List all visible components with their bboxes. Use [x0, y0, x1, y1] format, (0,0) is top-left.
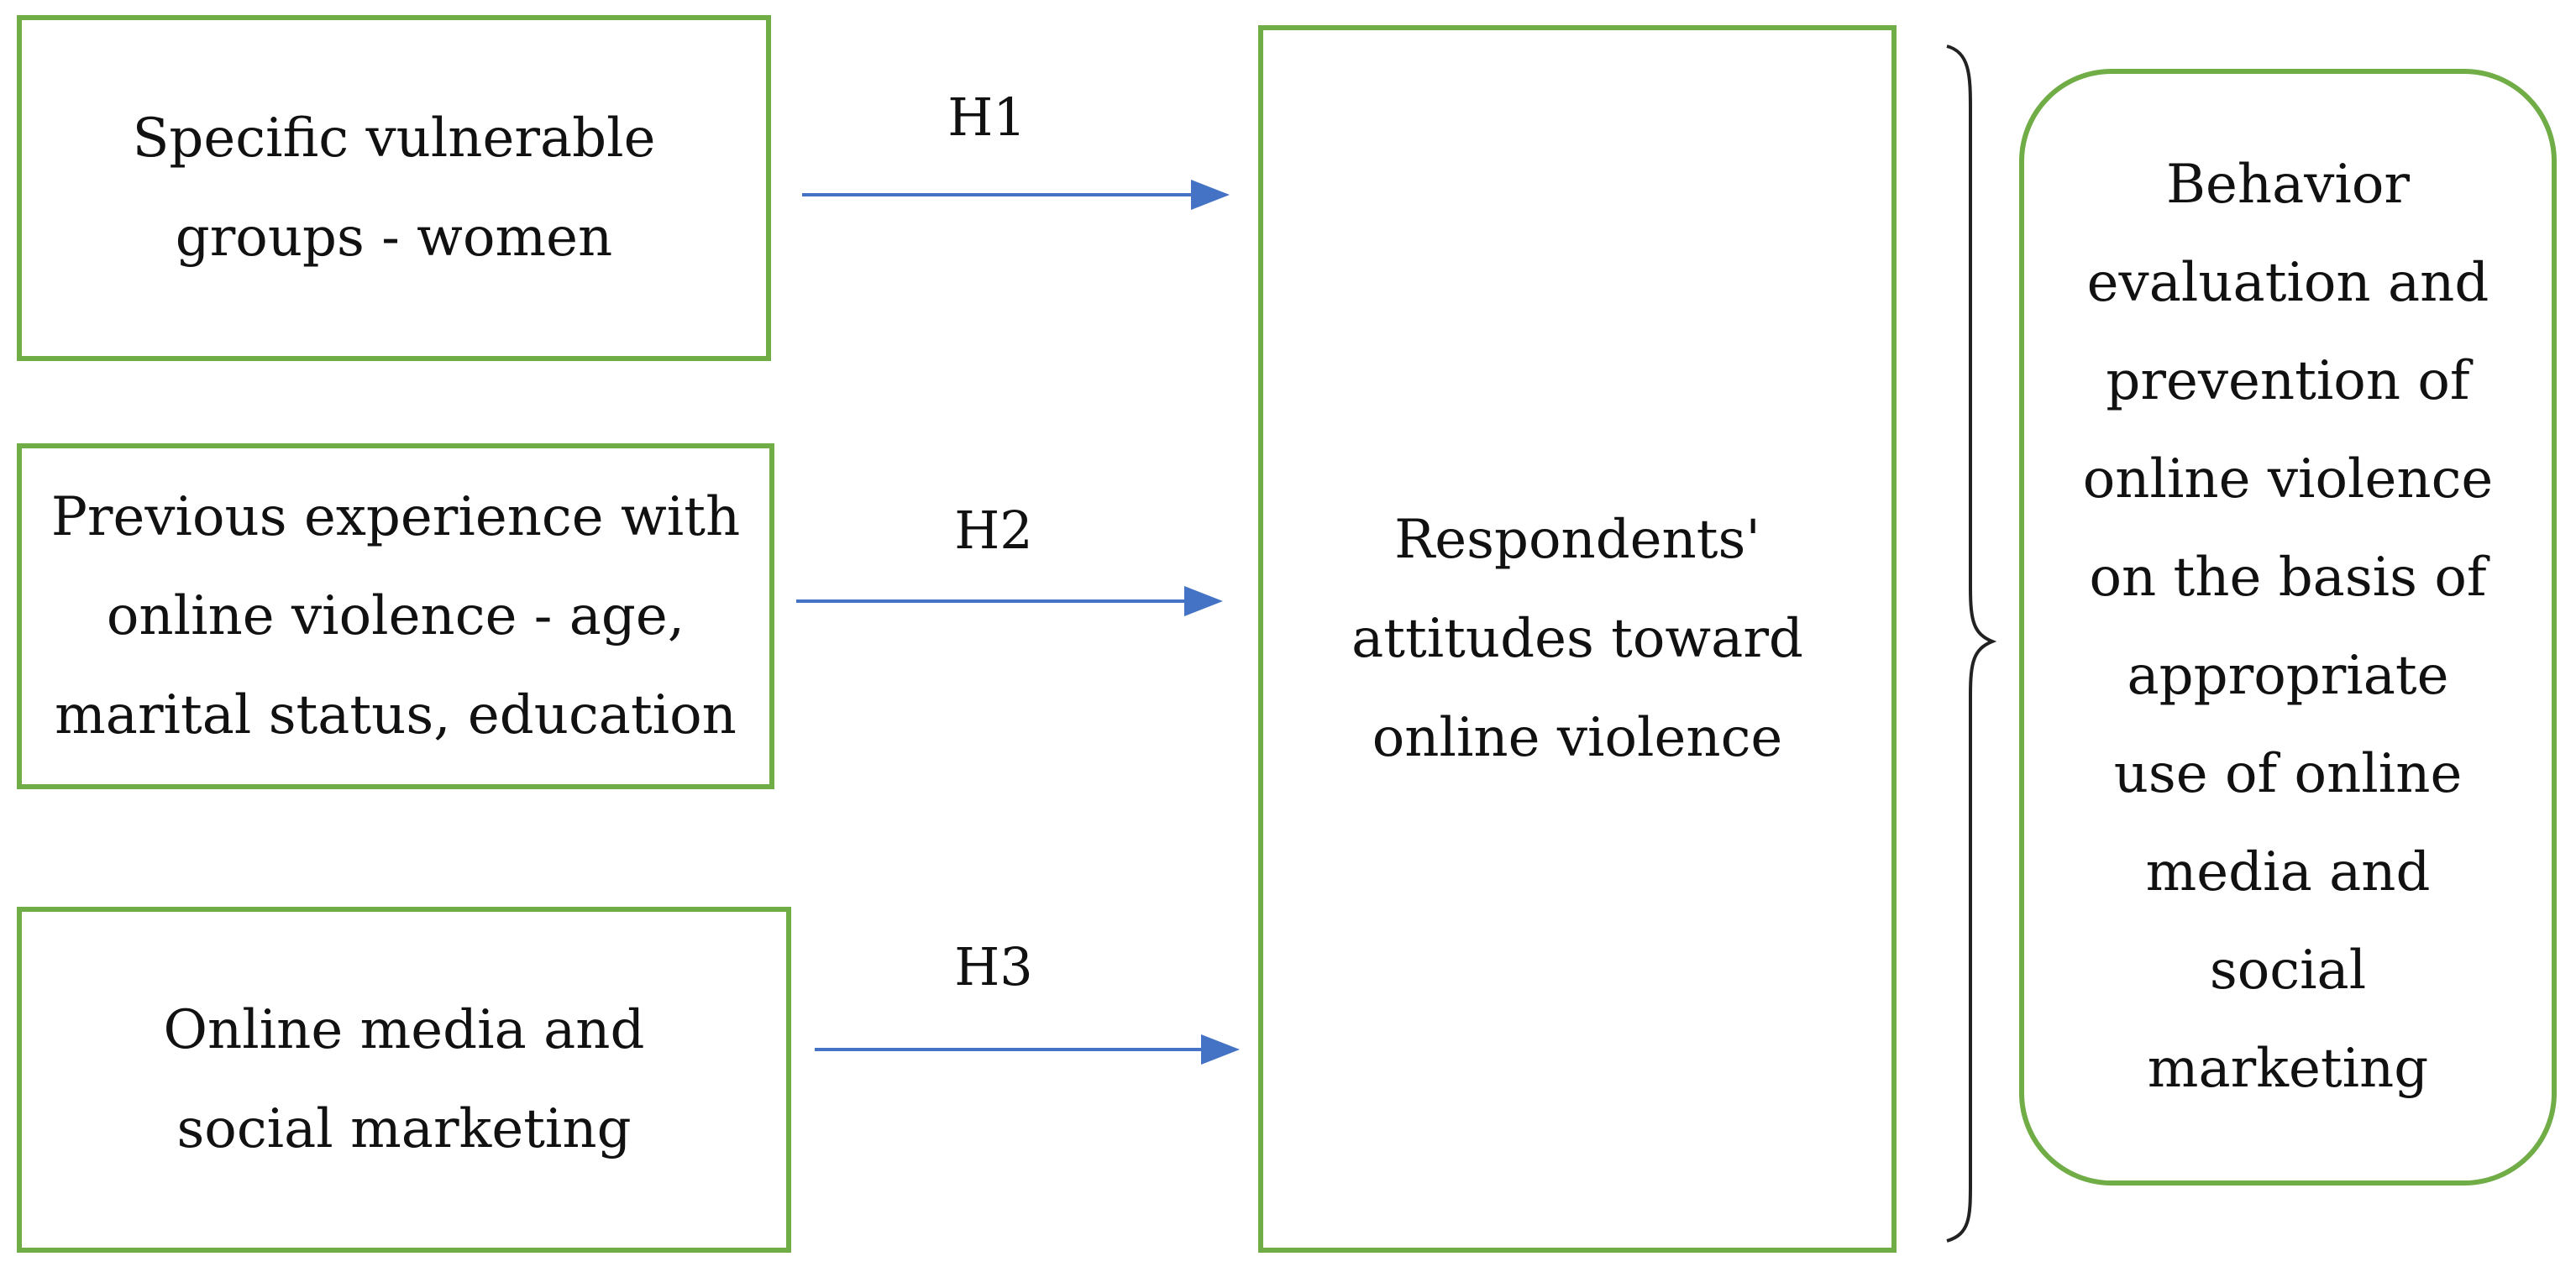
mediator-label: Respondents' attitudes toward online vio… [1351, 509, 1803, 769]
predictor-label-online-media: Online media and social marketing [163, 999, 645, 1160]
arrowhead-icon [1184, 586, 1223, 616]
predictor-box-vulnerable-groups: Specific vulnerable groups - women [17, 15, 771, 361]
outcome-label: Behavior evaluation and prevention of on… [2082, 154, 2494, 1100]
predictor-box-online-media: Online media and social marketing [17, 907, 791, 1253]
hypothesis-label-h1: H1 [947, 86, 1026, 148]
arrowhead-icon [1191, 180, 1230, 210]
mediator-box-attitudes: Respondents' attitudes toward online vio… [1258, 25, 1897, 1253]
arrow-h2 [796, 586, 1223, 616]
predictor-label-vulnerable-groups: Specific vulnerable groups - women [132, 107, 656, 269]
arrowhead-icon [1201, 1034, 1240, 1065]
predictor-label-previous-experience: Previous experience with online violence… [50, 486, 741, 746]
outcome-box-behavior-evaluation: Behavior evaluation and prevention of on… [2019, 69, 2557, 1186]
arrow-h1 [802, 180, 1230, 210]
right-curly-brace [1946, 44, 1997, 1243]
hypothesis-label-h3: H3 [954, 936, 1033, 997]
predictor-box-previous-experience: Previous experience with online violence… [17, 443, 774, 789]
arrow-h3 [815, 1034, 1240, 1065]
hypothesis-label-h2: H2 [954, 500, 1033, 561]
